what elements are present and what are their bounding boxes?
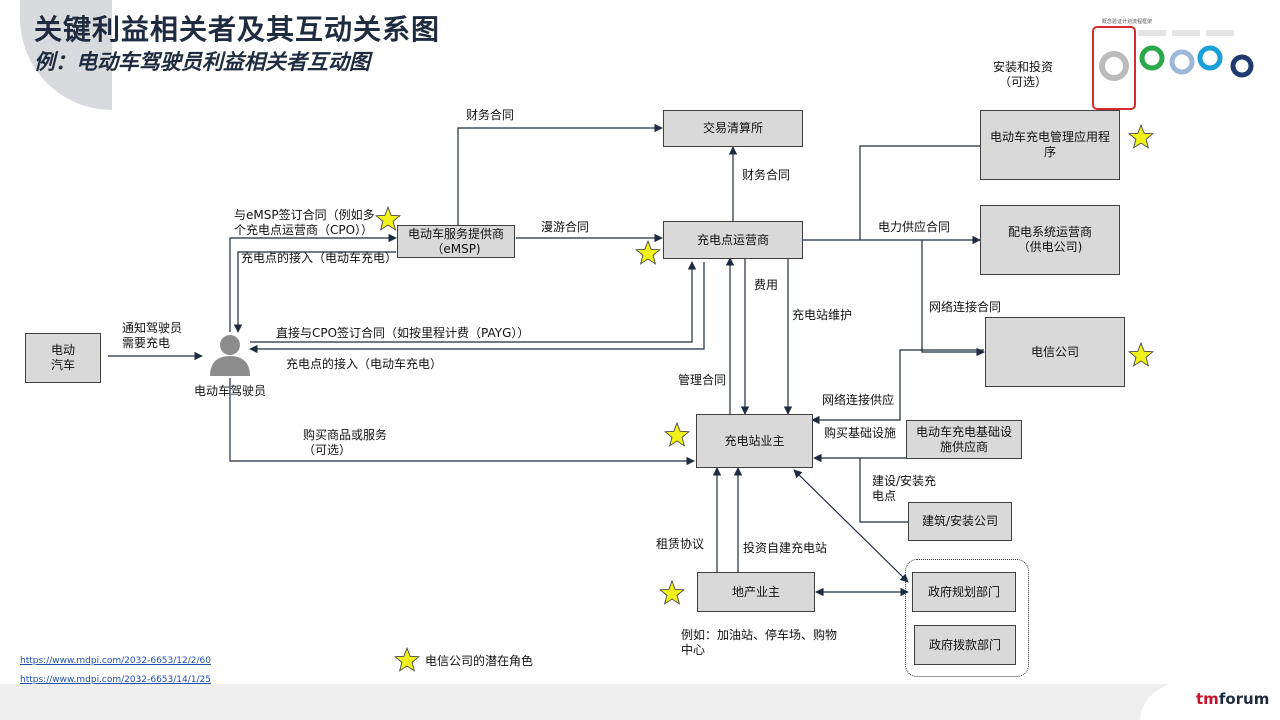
node-emsp[interactable]: 电动车服务提供商（eMSP) xyxy=(397,225,515,258)
node-ev[interactable]: 电动汽车 xyxy=(25,333,101,383)
edge-host-gov xyxy=(793,469,909,583)
page-subtitle: 例：电动车驾驶员利益相关者互动图 xyxy=(34,50,370,74)
node-driver-label: 电动车驾驶员 xyxy=(194,384,267,398)
label-build: 建设/安装充电点 xyxy=(872,474,937,503)
node-construction[interactable]: 建筑/安装公司 xyxy=(908,502,1012,541)
label-buy-goods: 购买商品或服务（可选） xyxy=(303,428,388,457)
edge-install-app xyxy=(859,145,980,240)
label-notify: 通知驾驶员需要充电 xyxy=(122,321,183,350)
driver-person-icon xyxy=(208,332,252,376)
thumbnail-graphic xyxy=(1099,30,1254,81)
label-access-emsp: 充电点的接入（电动车充电） xyxy=(241,251,398,265)
star-icon xyxy=(635,240,661,266)
framework-thumbnail[interactable]: 概念验证计划流程框架 xyxy=(1088,18,1268,110)
reference-link-2[interactable]: https://www.mdpi.com/2032-6653/14/1/25 xyxy=(20,675,211,685)
star-icon xyxy=(1128,124,1154,150)
page-title: 关键利益相关者及其互动关系图 xyxy=(34,13,441,46)
label-network-contract: 网络连接合同 xyxy=(929,300,1002,314)
legend-text: 电信公司的潜在角色 xyxy=(425,654,534,668)
label-roaming: 漫游合同 xyxy=(541,220,590,234)
node-cpo[interactable]: 充电点运营商 xyxy=(663,221,803,259)
thumbnail-highlight xyxy=(1092,26,1136,110)
label-finance-cpo: 财务合同 xyxy=(742,168,791,182)
node-charging-app[interactable]: 电动车充电管理应用程序 xyxy=(980,110,1120,180)
node-gov-planning[interactable]: 政府规划部门 xyxy=(912,572,1016,612)
node-telco[interactable]: 电信公司 xyxy=(985,317,1125,387)
star-icon xyxy=(664,422,690,448)
node-infra-supplier[interactable]: 电动车充电基础设施供应商 xyxy=(906,420,1022,459)
legend-star-icon xyxy=(394,647,420,673)
label-example: 例如：加油站、停车场、购物中心 xyxy=(681,628,838,657)
edge-direct-cpo xyxy=(250,261,697,343)
node-gov-funding[interactable]: 政府拨款部门 xyxy=(914,625,1016,665)
label-maintenance: 充电站维护 xyxy=(792,308,853,322)
tmforum-logo: tmforum xyxy=(1196,690,1270,708)
label-network-supply: 网络连接供应 xyxy=(822,393,895,407)
label-direct-cpo: 直接与CPO签订合同（如按里程计费（PAYG）） xyxy=(276,326,530,340)
label-buy-infra: 购买基础设施 xyxy=(824,426,897,440)
edge-access-emsp xyxy=(233,251,396,333)
label-lease: 租赁协议 xyxy=(656,537,705,551)
star-icon xyxy=(1128,342,1154,368)
label-emsp-contract: 与eMSP签订合同（例如多个充电点运营商（CPO）） xyxy=(234,208,375,237)
node-clearing-house[interactable]: 交易清算所 xyxy=(663,110,803,147)
label-power-contract: 电力供应合同 xyxy=(878,220,951,234)
edge-finance-clearing xyxy=(457,123,663,228)
edge-buy-goods xyxy=(229,378,695,466)
thumbnail-title: 概念验证计划流程框架 xyxy=(1102,19,1153,25)
government-group xyxy=(905,559,1029,677)
label-management: 管理合同 xyxy=(678,373,727,387)
label-install-invest: 安装和投资（可选） xyxy=(992,60,1053,89)
node-station-host[interactable]: 充电站业主 xyxy=(696,414,813,468)
node-landlord[interactable]: 地产业主 xyxy=(697,572,815,612)
edge-network-supply xyxy=(811,349,984,425)
label-self-invest: 投资自建充电站 xyxy=(743,541,828,555)
footer-band xyxy=(0,678,1280,720)
edge-network-contract xyxy=(921,240,985,357)
node-dso[interactable]: 配电系统运营商（供电公司) xyxy=(980,205,1120,275)
star-icon xyxy=(375,206,401,232)
label-fee: 费用 xyxy=(754,278,779,292)
edge-emsp-contract xyxy=(229,233,397,332)
label-access-direct: 充电点的接入（电动车充电） xyxy=(286,357,443,371)
label-finance-clearing: 财务合同 xyxy=(466,108,515,122)
star-icon xyxy=(659,580,685,606)
reference-link-1[interactable]: https://www.mdpi.com/2032-6653/12/2/60 xyxy=(20,656,211,666)
edge-access-direct xyxy=(249,262,705,354)
